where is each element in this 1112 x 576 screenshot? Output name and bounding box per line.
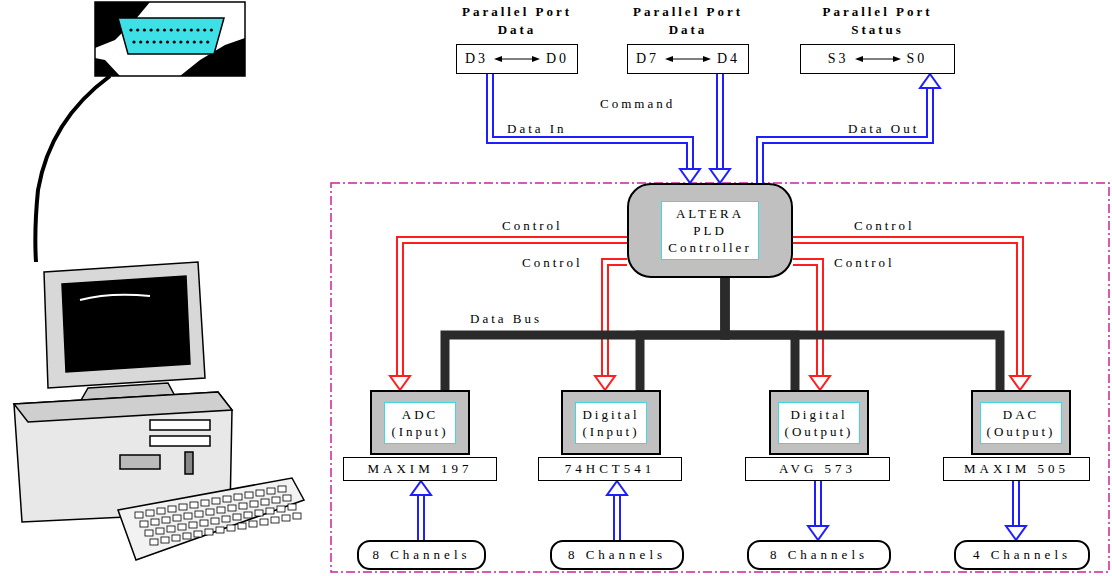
double-arrow-symbol: [665, 54, 711, 64]
node-content: D3 D0: [465, 51, 569, 67]
data-arrow: [808, 481, 828, 540]
node-content: MAXIM 505: [964, 461, 1069, 477]
connector-label: Control: [852, 218, 917, 233]
register-bits: D3: [465, 51, 488, 67]
connector-label: Control: [832, 255, 897, 270]
channel-count: 8 Channels: [568, 547, 666, 562]
node-content: 8 Channels: [770, 547, 868, 563]
node-label: 74HCT541: [565, 461, 656, 476]
node-content: ADC (Input): [384, 402, 455, 444]
connector-label: Control: [500, 218, 565, 233]
chip-label-box: AVG 573: [745, 457, 890, 481]
node-label: Digital (Input): [582, 406, 639, 440]
data-arrow: [607, 481, 627, 540]
channel-box: 8 Channels: [747, 540, 891, 570]
cable: [35, 76, 110, 262]
register-bits: S0: [907, 51, 928, 67]
chip-label-box: 74HCT541: [538, 457, 682, 481]
module-box: Digital (Input): [561, 390, 661, 455]
control-arrow: [595, 262, 627, 390]
port-heading: Parallel Port Data: [613, 3, 763, 39]
board-region: [331, 183, 1109, 572]
node-content: Digital (Input): [575, 402, 646, 444]
connector-label: Control: [520, 255, 585, 270]
node-label: AVG 573: [779, 461, 856, 476]
module-box: DAC (Output): [971, 390, 1071, 455]
node-content: ALTERA PLD Controller: [661, 201, 758, 260]
node-content: DAC (Output): [980, 402, 1063, 444]
node-content: 4 Channels: [973, 547, 1071, 563]
register-bits: D7: [636, 51, 659, 67]
data-arrow: [490, 74, 700, 183]
node-label: MAXIM 197: [368, 461, 473, 476]
channel-box: 8 Channels: [550, 540, 684, 570]
module-box: ADC (Input): [370, 390, 470, 455]
connector-label: Data Out: [846, 121, 921, 136]
register-bits: D0: [546, 51, 569, 67]
control-arrow: [390, 240, 627, 390]
node-content: AVG 573: [779, 461, 856, 477]
node-label: ADC (Input): [391, 406, 448, 440]
connector-label: Data Bus: [468, 311, 544, 326]
node-content: S3 S0: [828, 51, 928, 67]
chip-label-box: MAXIM 505: [943, 457, 1090, 481]
parallel-connector: [95, 2, 245, 76]
channel-box: 4 Channels: [954, 540, 1090, 570]
data-bus-line: [445, 278, 725, 390]
chip-label-box: MAXIM 197: [343, 457, 497, 481]
register-bits: D4: [717, 51, 740, 67]
node-content: 8 Channels: [568, 547, 666, 563]
connector-label: Data In: [505, 121, 569, 136]
port-register-box: Parallel Port StatusS3S0: [800, 44, 955, 74]
data-arrow: [760, 74, 940, 183]
channel-box: 8 Channels: [357, 540, 486, 570]
port-heading: Parallel Port Data: [442, 3, 592, 39]
register-bits: S3: [828, 51, 849, 67]
double-arrow-symbol: [855, 54, 901, 64]
node-content: MAXIM 197: [368, 461, 473, 477]
port-heading: Parallel Port Status: [803, 3, 953, 39]
data-bus-line: [640, 278, 725, 390]
data-arrow: [1006, 481, 1026, 540]
data-bus-line: [725, 278, 1000, 390]
node-label: MAXIM 505: [964, 461, 1069, 476]
port-register-box: Parallel Port DataD3D0: [456, 44, 578, 74]
node-label: ALTERA PLD Controller: [668, 205, 751, 256]
channel-count: 8 Channels: [372, 547, 470, 562]
channel-count: 4 Channels: [973, 547, 1071, 562]
data-arrow: [710, 74, 730, 183]
control-arrow: [793, 240, 1030, 390]
node-content: D7 D4: [636, 51, 740, 67]
controller-box: ALTERA PLD Controller: [627, 183, 793, 278]
node-label: Digital (Output): [785, 406, 854, 440]
node-label: DAC (Output): [987, 406, 1056, 440]
module-box: Digital (Output): [769, 390, 869, 455]
connector-label: Command: [598, 96, 677, 111]
data-arrow: [411, 481, 431, 540]
node-content: 8 Channels: [372, 547, 470, 563]
channel-count: 8 Channels: [770, 547, 868, 562]
double-arrow-symbol: [494, 54, 540, 64]
node-content: Digital (Output): [778, 402, 861, 444]
port-register-box: Parallel Port DataD7D4: [627, 44, 749, 74]
computer: [14, 262, 304, 560]
node-content: 74HCT541: [565, 461, 656, 477]
